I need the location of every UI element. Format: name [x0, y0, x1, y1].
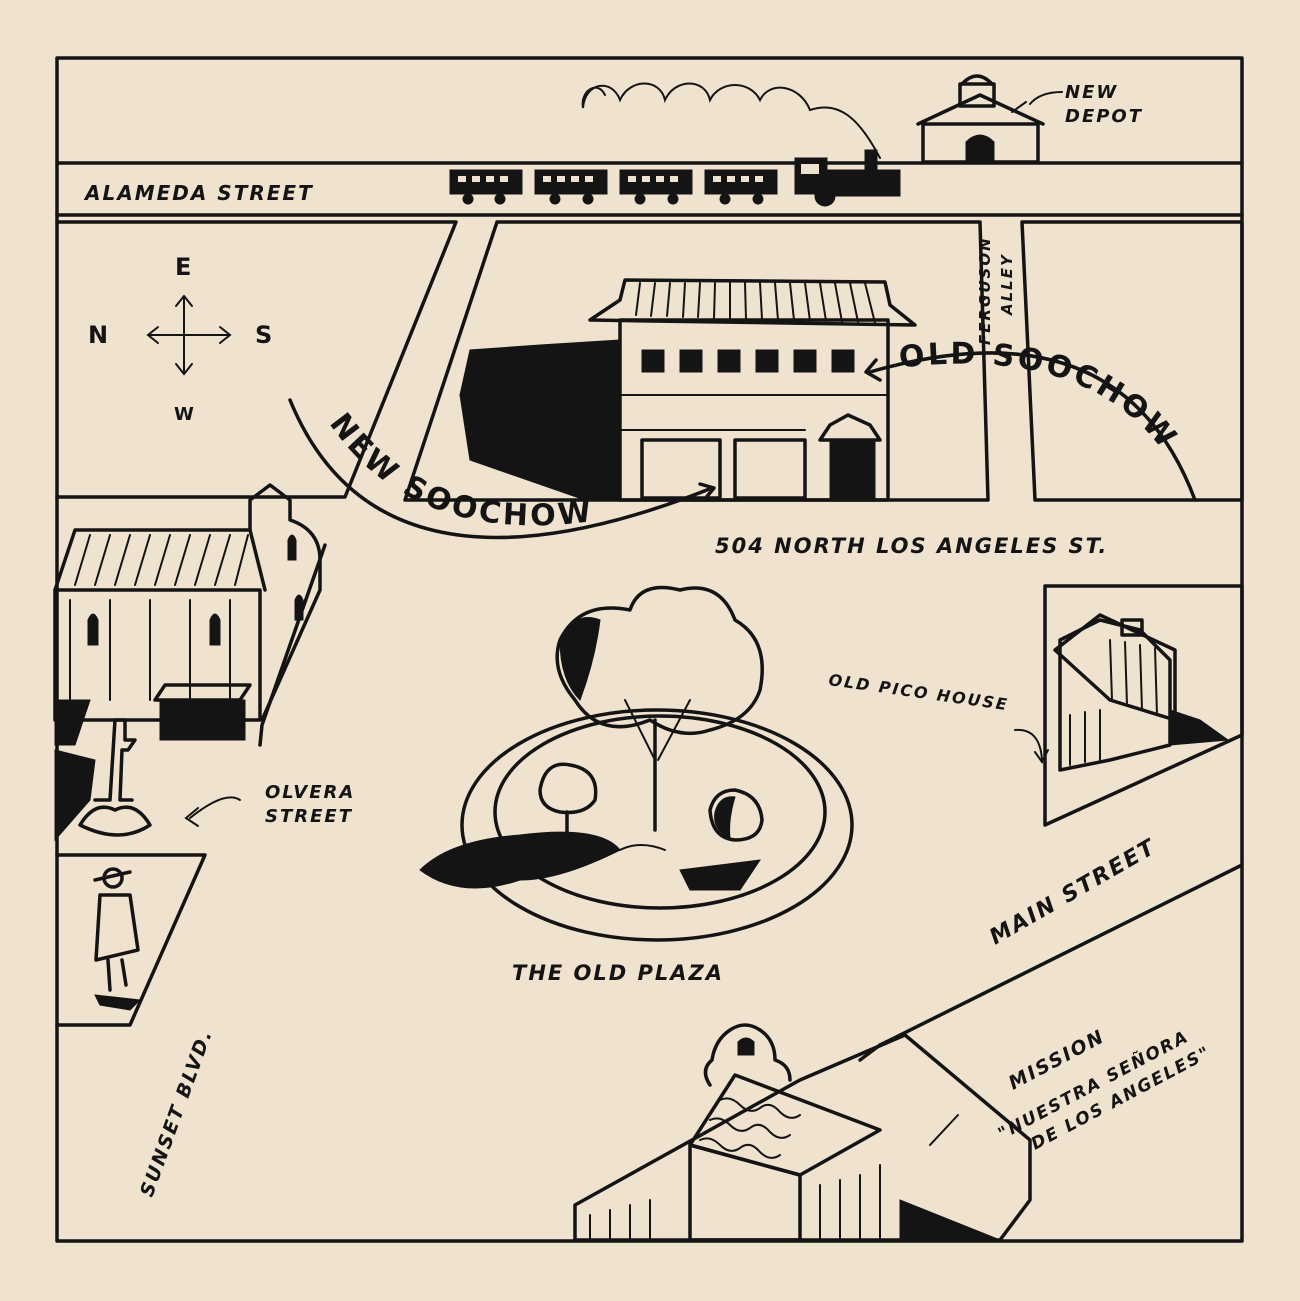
depot-building-icon: [916, 74, 1063, 164]
label-olvera-line1: OLVERA: [265, 782, 355, 803]
street-grid: [55, 220, 1244, 1062]
compass-east: E: [175, 253, 191, 281]
compass-icon: [146, 294, 232, 376]
label-sunset-blvd: SUNSET BLVD.: [136, 1026, 217, 1200]
label-new-depot-line1: NEW: [1065, 82, 1118, 103]
label-alley: ALLEY: [998, 253, 1016, 316]
label-olvera-line2: STREET: [265, 806, 353, 827]
label-old-pico-house: OLD PICO HOUSE: [827, 670, 1010, 714]
label-address: 504 NORTH LOS ANGELES ST.: [715, 534, 1108, 558]
label-ferguson: FERGUSON: [976, 236, 994, 345]
compass-north: N: [88, 321, 108, 349]
label-old-soochow: OLD SOOCHOW: [897, 337, 1184, 457]
label-new-depot-line2: DEPOT: [1065, 106, 1143, 127]
mission-building-icon: [573, 1023, 1032, 1242]
pico-house-icon: [1053, 613, 1230, 772]
plaza-tree-icon: [419, 585, 854, 942]
compass-west: W: [174, 404, 194, 425]
alameda-street: [55, 161, 1244, 217]
label-main-street: MAIN STREET: [986, 835, 1161, 951]
compass-south: S: [255, 321, 272, 349]
soochow-arcs: [288, 351, 1197, 540]
pointer-arrows: [184, 728, 1049, 827]
label-old-plaza: THE OLD PLAZA: [512, 961, 724, 985]
soochow-building-icon: [459, 278, 917, 502]
church-icon: [53, 483, 322, 746]
cross-icon: [54, 718, 152, 842]
label-alameda-street: ALAMEDA STREET: [83, 181, 314, 205]
train-icon: [449, 82, 901, 207]
person-in-poncho-icon: [93, 867, 142, 1011]
